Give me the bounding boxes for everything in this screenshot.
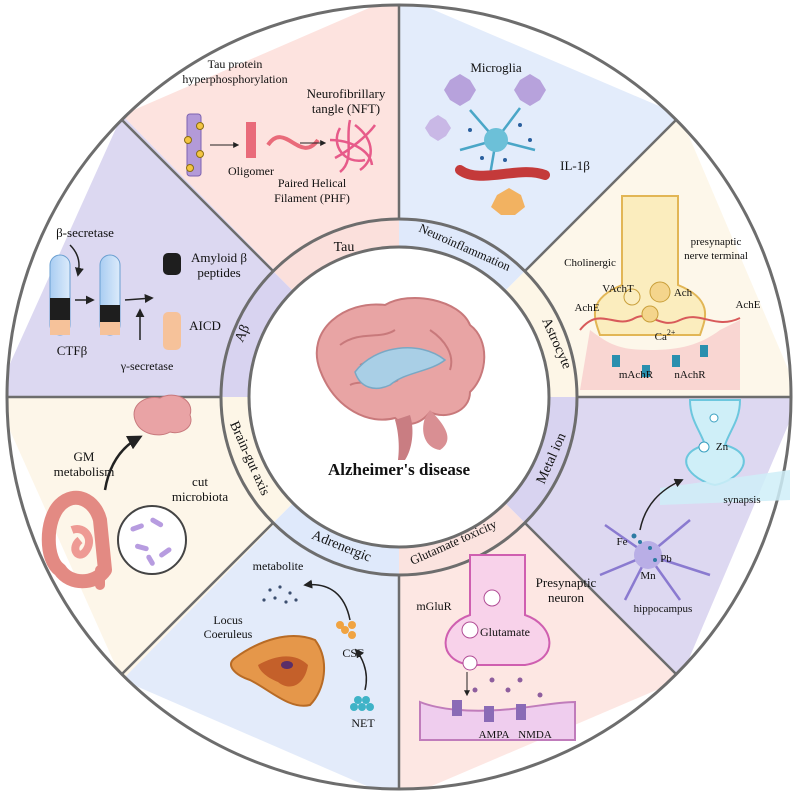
- abeta-panel: β-secretase Amyloid β peptides AICD CTFβ…: [49, 225, 247, 373]
- glu-presynaptic-line1: Presynaptic: [536, 575, 597, 590]
- phf-line1: Paired Helical: [278, 176, 347, 190]
- locus-line1: Locus: [213, 613, 243, 627]
- microbiota-circle: [117, 505, 187, 575]
- ring-label-tau: Tau: [334, 240, 355, 255]
- cut-line1: cut: [192, 474, 208, 489]
- ache-left-label: AchE: [574, 302, 599, 314]
- amyloid-peptide-shape: [163, 253, 181, 275]
- net-label: NET: [351, 716, 375, 730]
- synapsis-label: synapsis: [723, 494, 760, 506]
- cholinergic-label: Cholinergic: [564, 257, 616, 269]
- gm-line2: metabolism: [54, 464, 115, 479]
- glutamate-panel: mGluR Presynaptic neuron Glutamate AMPA …: [416, 554, 597, 741]
- ache-right-label: AchE: [735, 299, 760, 311]
- brain-gut-panel: GM metabolism cut microbiota: [41, 394, 229, 590]
- mglur-label: mGluR: [416, 599, 451, 613]
- machr-label: mAchR: [619, 369, 654, 381]
- neuron-body: [484, 128, 508, 152]
- glu-presynaptic-line2: neuron: [548, 590, 585, 605]
- microglia-cell-3: [425, 115, 451, 141]
- hippocampus-label: hippocampus: [634, 603, 693, 615]
- nft-shape: [329, 119, 377, 173]
- hippocampus-neuron: [599, 519, 711, 601]
- microglia-label: Microglia: [470, 60, 521, 75]
- synaptic-cleft: [660, 470, 790, 505]
- neuroinflammation-panel: Microglia IL-1β: [425, 60, 590, 215]
- postsynaptic-membrane: [580, 320, 740, 390]
- oligomer-shape: [246, 122, 256, 158]
- tau-hyper-line1: Tau protein: [208, 57, 263, 71]
- nerve-terminal: [593, 195, 707, 336]
- vacht-label: VAchT: [602, 283, 634, 295]
- metabolite-label: metabolite: [253, 559, 304, 573]
- microglia-cell-2: [514, 74, 546, 106]
- glutamate-label: Glutamate: [480, 625, 530, 639]
- small-brain-icon: [133, 394, 192, 436]
- tau-hyper-line2: hyperphosphorylation: [182, 72, 287, 86]
- nachr-label: nAchR: [674, 369, 706, 381]
- ampa-label: AMPA: [479, 729, 510, 741]
- nft-line2: tangle (NFT): [312, 101, 380, 116]
- ca-text: Ca: [655, 331, 667, 343]
- ctfb-label: CTFβ: [57, 343, 88, 358]
- pb-label: Pb: [660, 553, 672, 565]
- presynaptic-line1: presynaptic: [691, 236, 742, 248]
- metal-ion-panel: Zn synapsis Fe Pb Mn hippocampus: [599, 399, 790, 615]
- phf-line2: Filament (PHF): [274, 191, 350, 205]
- aicd-shape: [163, 312, 181, 350]
- cholinergic-panel: Cholinergic presynaptic nerve terminal V…: [564, 195, 761, 390]
- hippocampus-cell-body: [634, 541, 662, 569]
- adrenergic-panel: metabolite CSF NET Locus Coeruleus: [204, 559, 376, 730]
- ach-label: Ach: [674, 287, 693, 299]
- ring-label-abeta: Aβ: [232, 323, 253, 345]
- oligomer-label: Oligomer: [228, 164, 274, 178]
- beta-secretase-label: β-secretase: [56, 225, 114, 240]
- center-title: Alzheimer's disease: [328, 460, 471, 479]
- tau-panel: Tau protein hyperphosphorylation Neurofi…: [182, 57, 386, 205]
- neuron-shape: [459, 107, 536, 176]
- fe-label: Fe: [617, 536, 628, 548]
- presynaptic-line2: nerve terminal: [684, 250, 748, 262]
- amyloid-line2: peptides: [197, 265, 240, 280]
- microtubule-shape: [186, 113, 202, 177]
- gamma-secretase-label: γ-secretase: [120, 359, 174, 373]
- ca-superscript: 2+: [667, 328, 676, 337]
- blood-vessel: [455, 165, 550, 181]
- nmda-label: NMDA: [518, 729, 552, 741]
- locus-line2: Coeruleus: [204, 627, 253, 641]
- aicd-label: AICD: [189, 318, 221, 333]
- cut-line2: microbiota: [172, 489, 229, 504]
- mn-label: Mn: [640, 570, 656, 582]
- gm-line1: GM: [74, 449, 95, 464]
- intestine-shape: [41, 490, 112, 589]
- il1b-label: IL-1β: [560, 158, 590, 173]
- divider-lines: [7, 5, 791, 789]
- zn-label: Zn: [716, 441, 729, 453]
- brain-illustration: [315, 297, 486, 460]
- astro-cell: [491, 188, 525, 215]
- microglia-cell-1: [444, 74, 476, 106]
- ca-label: Ca2+: [655, 328, 676, 343]
- nft-line1: Neurofibrillary: [307, 86, 386, 101]
- amyloid-line1: Amyloid β: [191, 250, 247, 265]
- phf-shape: [266, 135, 320, 150]
